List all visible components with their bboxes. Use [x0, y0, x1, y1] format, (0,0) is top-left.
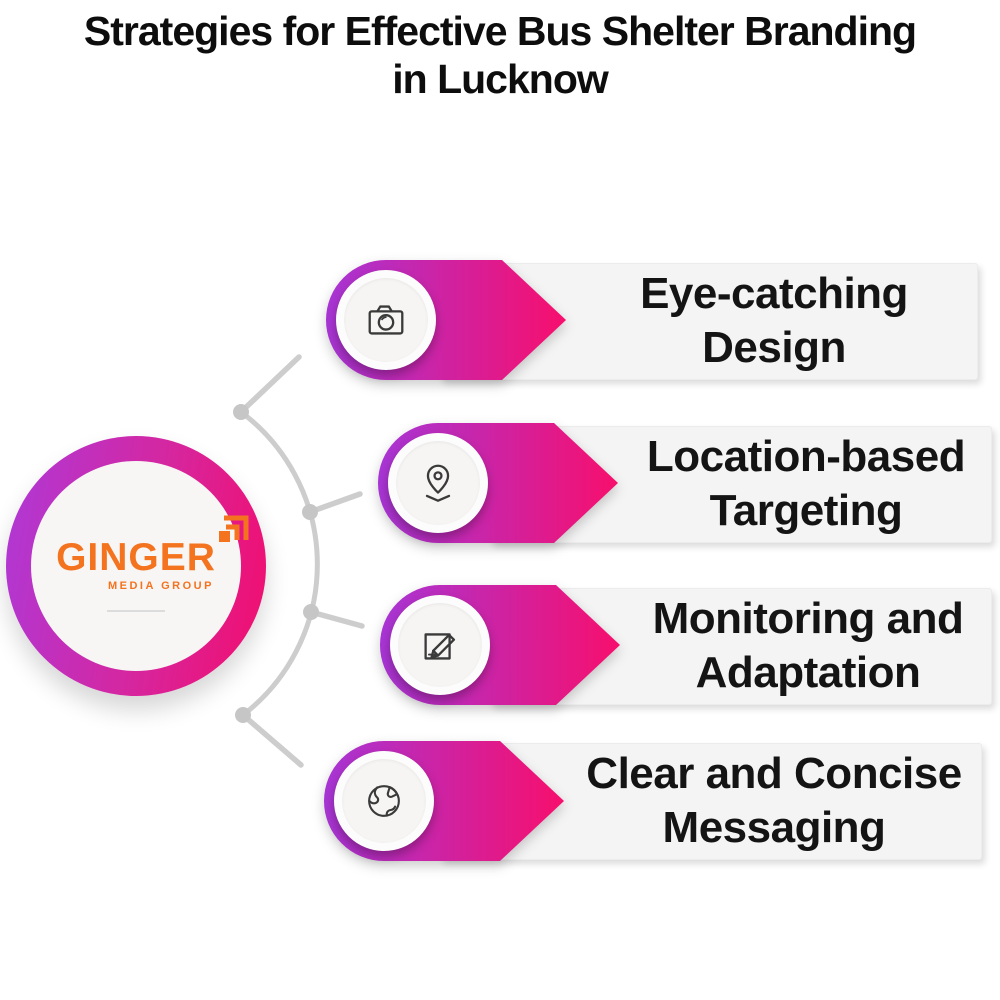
- brand-name: GINGER: [56, 536, 216, 579]
- corner-brackets-icon: [216, 514, 250, 544]
- brand-logo: GINGER MEDIA GROUP: [56, 515, 249, 592]
- logo-divider: [107, 610, 165, 612]
- brand-badge-face: GINGER MEDIA GROUP: [31, 461, 249, 671]
- page-title: Strategies for Effective Bus Shelter Bra…: [0, 8, 1000, 103]
- brand-badge-ring: GINGER MEDIA GROUP: [6, 436, 266, 696]
- page-title-line2: in Lucknow: [392, 55, 609, 102]
- page-title-line1: Strategies for Effective Bus Shelter Bra…: [83, 8, 917, 54]
- brand-subtitle: MEDIA GROUP: [107, 580, 214, 592]
